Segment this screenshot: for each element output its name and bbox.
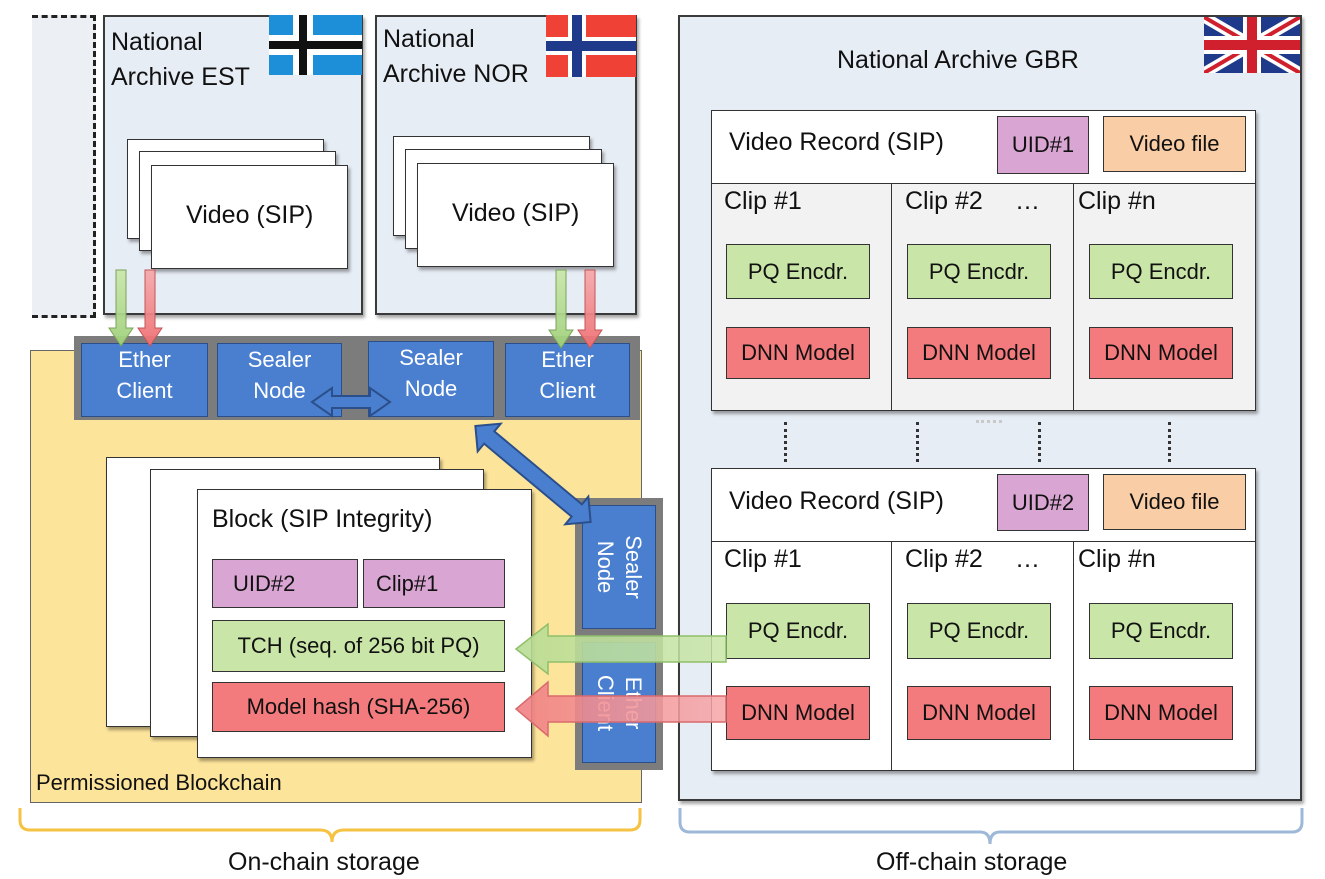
nor-video-stack-front [417, 163, 614, 267]
record-1-clip-2-dnn: DNN Model [907, 327, 1051, 379]
record-1-ellipsis: … [1015, 187, 1040, 215]
dots-col-4 [1168, 422, 1171, 462]
on-chain-storage-label: On-chain storage [228, 848, 420, 876]
record-2-divider-1 [891, 541, 892, 770]
record-1-clip-n-label: Clip #n [1078, 187, 1156, 215]
record-2-clip-2-label: Clip #2 [905, 545, 983, 573]
estonia-flag-icon [269, 15, 362, 75]
dots-col-3 [1038, 422, 1041, 462]
record-1-clip-n-pq: PQ Encdr. [1089, 244, 1233, 299]
archive-est-name-line2: Archive EST [111, 63, 250, 91]
record-2-clip-n-label: Clip #n [1078, 545, 1156, 573]
dots-horizontal [976, 420, 1002, 423]
record-2-clip-1-pq: PQ Encdr. [726, 603, 870, 659]
record-1-divider-2 [1073, 183, 1074, 410]
archive-nor-name-line1: National [383, 25, 475, 53]
archive-nor-name-line2: Archive NOR [383, 60, 529, 88]
est-video-stack-front [151, 165, 348, 269]
record-1-file: Video file [1103, 116, 1246, 172]
ether-client-vertical: Ether Client [582, 642, 656, 763]
record-1-clip-1-dnn: DNN Model [726, 327, 870, 379]
record-1-clip-1-pq: PQ Encdr. [726, 244, 870, 299]
record-2-divider-2 [1073, 541, 1074, 770]
off-chain-storage-label: Off-chain storage [876, 848, 1068, 876]
record-2-clip-1-label: Clip #1 [724, 545, 802, 573]
record-1-title: Video Record (SIP) [729, 128, 944, 156]
record-2-clip-n-pq: PQ Encdr. [1089, 603, 1233, 659]
on-chain-brace [18, 808, 642, 843]
nor-video-label: Video (SIP) [452, 199, 580, 227]
sealer-node-vertical: Sealer Node [582, 505, 656, 629]
record-1-clip-n-dnn: DNN Model [1089, 327, 1233, 379]
record-2-clip-2-dnn: DNN Model [907, 686, 1051, 740]
record-2-clip-2-pq: PQ Encdr. [907, 603, 1051, 659]
dots-col-1 [784, 422, 787, 462]
record-2-file: Video file [1103, 474, 1246, 530]
norway-flag-icon [546, 15, 636, 77]
est-video-label: Video (SIP) [186, 201, 314, 229]
record-1-uid: UID#1 [997, 116, 1089, 174]
uk-flag-icon [1204, 17, 1300, 73]
archive-gbr-name: National Archive GBR [837, 46, 1079, 74]
sealer-node-vertical-text: Sealer Node [593, 535, 646, 599]
record-2-title: Video Record (SIP) [729, 487, 944, 515]
record-1-clip-1-label: Clip #1 [724, 187, 802, 215]
block-model-hash: Model hash (SHA-256) [212, 682, 505, 732]
partial-archive-panel [32, 15, 96, 318]
record-1-clip-2-pq: PQ Encdr. [907, 244, 1051, 299]
record-1-clip-2-label: Clip #2 [905, 187, 983, 215]
record-1-divider-1 [891, 183, 892, 410]
record-2-clip-n-dnn: DNN Model [1089, 686, 1233, 740]
ether-client-vertical-text: Ether Client [593, 674, 646, 731]
archive-est-name-line1: National [111, 28, 203, 56]
off-chain-brace [678, 808, 1304, 845]
block-tch: TCH (seq. of 256 bit PQ) [212, 620, 505, 672]
record-2-uid: UID#2 [997, 474, 1089, 531]
blockchain-label: Permissioned Blockchain [36, 770, 282, 795]
block-title: Block (SIP Integrity) [212, 505, 433, 533]
block-uid: UID#2 [212, 559, 358, 608]
record-2-clip-1-dnn: DNN Model [726, 686, 870, 740]
dots-col-2 [916, 422, 919, 462]
record-2-ellipsis: … [1015, 545, 1040, 573]
block-clip: Clip#1 [363, 559, 505, 608]
